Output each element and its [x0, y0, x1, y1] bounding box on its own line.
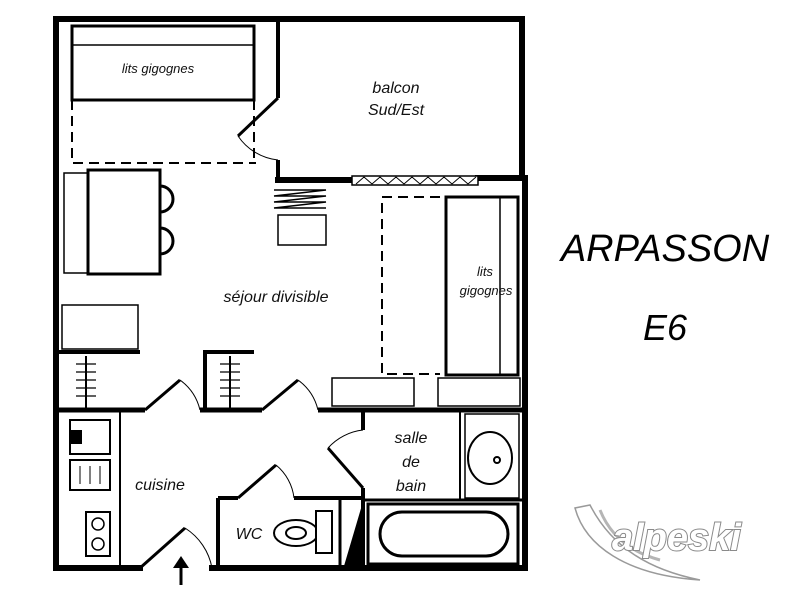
label-bathroom-line2: de [402, 454, 420, 471]
alpeski-logo: alpeski [574, 504, 743, 581]
wardrobe-left [76, 356, 96, 408]
toilet [273, 510, 333, 554]
doors [139, 378, 365, 570]
label-bunk-bed-right-line2: gigognes [460, 283, 513, 298]
alpeski-swoosh-icon [574, 504, 701, 581]
label-bathroom-line1: salle [395, 430, 428, 447]
washbasin [464, 413, 520, 499]
label-kitchen: cuisine [135, 477, 185, 494]
label-balcony-line2: Sud/Est [368, 102, 425, 119]
balcony-wall [275, 19, 479, 186]
entrance-arrow-icon [173, 556, 189, 585]
dining-table [63, 168, 175, 276]
label-wc: WC [236, 526, 263, 543]
low-cabinets [331, 377, 521, 407]
bunk-bed-top [70, 24, 256, 164]
balcony-door [236, 96, 280, 161]
living-cabinet [61, 304, 139, 350]
kitchen-appliances [69, 419, 111, 557]
label-bunk-bed-right-line1: lits [477, 264, 493, 279]
radiator-and-side-table [273, 189, 327, 246]
building-name: ARPASSON [559, 228, 770, 270]
interior-walls [56, 350, 525, 568]
bunk-bed-right [381, 195, 520, 377]
brand-name: alpeski [612, 517, 742, 559]
label-living: séjour divisible [224, 289, 329, 306]
bathtub [366, 502, 520, 566]
label-bathroom-line3: bain [396, 478, 426, 495]
outer-walls [53, 16, 528, 571]
wardrobe-mid [220, 356, 240, 408]
label-balcony-line1: balcon [372, 80, 419, 97]
bath-corner-shade [344, 505, 362, 566]
label-bunk-bed-top: lits gigognes [122, 61, 195, 76]
unit-number: E6 [643, 307, 688, 348]
